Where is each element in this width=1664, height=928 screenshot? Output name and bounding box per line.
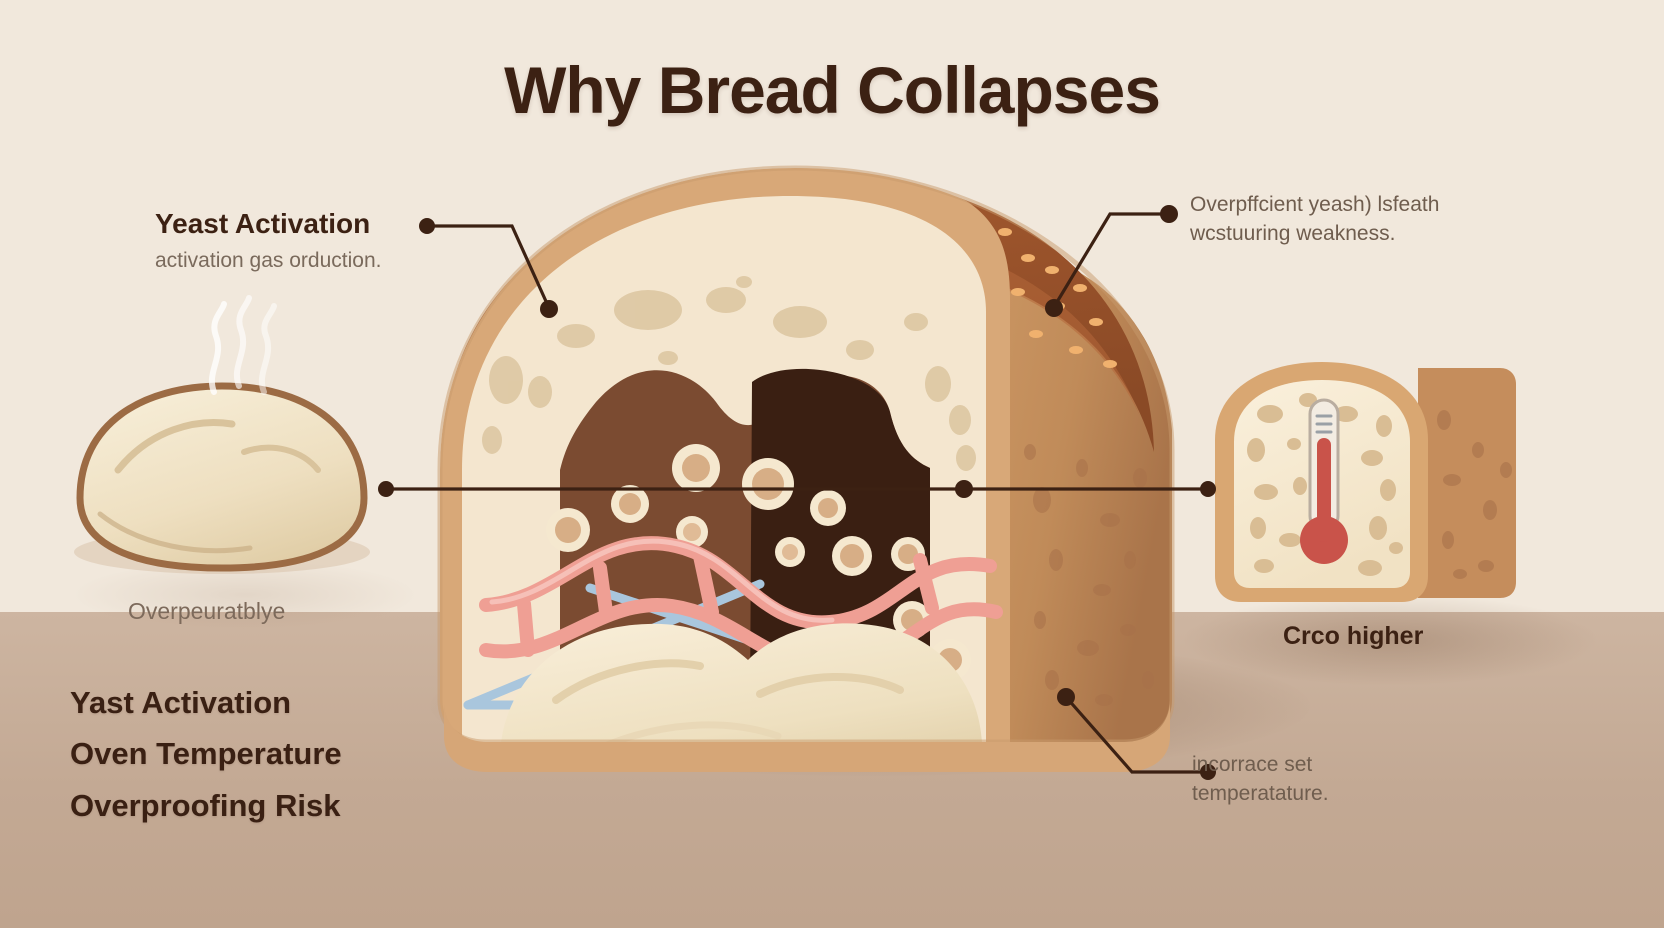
callout-oven-temperature: incorrace set temperatature. (1192, 752, 1329, 808)
callout-overproofing-line2: wcstuuring weakness. (1190, 221, 1396, 245)
callout-overproofing: Overpffcient yeash) lsfeath wcstuuring w… (1190, 192, 1439, 248)
floor-label-right: Crco higher (1283, 622, 1424, 650)
legend-item-2: Overproofing Risk (70, 787, 341, 823)
page-title: Why Bread Collapses (504, 53, 1161, 127)
loaf-shadow (430, 636, 1310, 776)
callout-yeast-activation: Yeast Activation activation gas orductio… (155, 208, 381, 275)
callout-yeast-heading: Yeast Activation (155, 208, 371, 239)
legend-list: Yast Activation Oven Temperature Overpro… (70, 677, 342, 831)
legend-item-1: Oven Temperature (70, 736, 342, 772)
callout-oven-temperature-line1: incorrace set (1192, 753, 1313, 776)
slice-shadow (1180, 594, 1600, 686)
callout-yeast-body: activation gas orduction. (155, 249, 382, 273)
legend-item-0: Yast Activation (70, 685, 292, 720)
callout-overproofing-line1: Overpffcient yeash) lsfeath (1190, 193, 1440, 216)
callout-oven-temperature-line2: temperatature. (1192, 781, 1329, 805)
floor-label-left: Overpeuratblye (128, 598, 286, 624)
